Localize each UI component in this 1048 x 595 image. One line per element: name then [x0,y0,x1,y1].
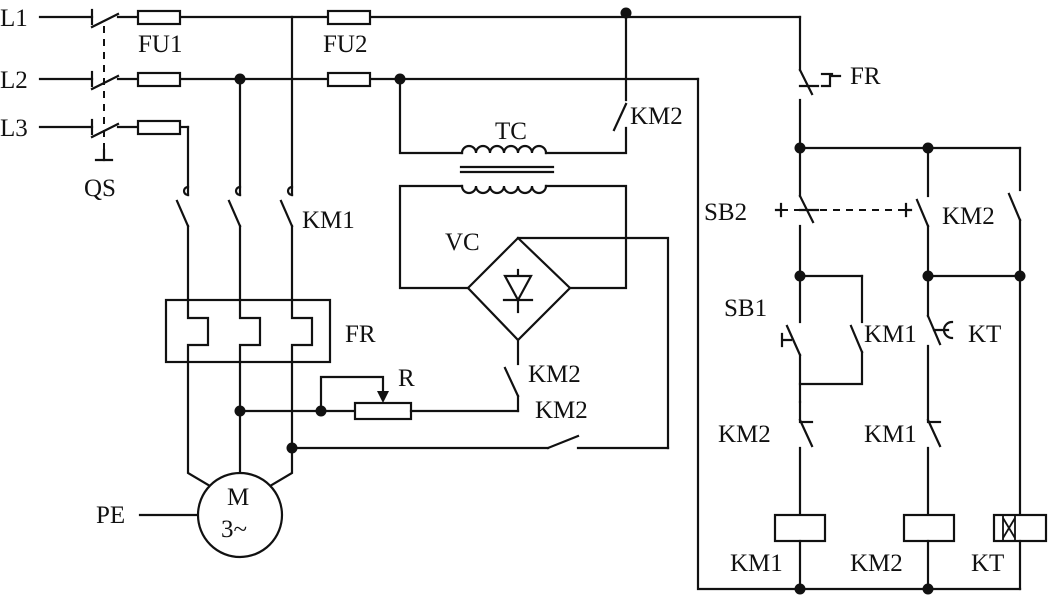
fuse-fu2 [326,9,372,88]
label-fu2: FU2 [323,31,367,58]
control-circuit [696,15,1048,591]
label-sb1: SB1 [724,295,767,322]
label-kt-contact: KT [968,321,1001,348]
transformer-tc [398,15,628,290]
label-vc: VC [445,229,480,256]
label-km1-interlock: KM1 [864,421,917,448]
coil-kt [992,513,1048,543]
label-km2-aux: KM2 [630,103,683,130]
junction-dots [234,7,1026,595]
resistor-r [353,401,413,421]
rectifier-vc [466,236,572,342]
motor-leads [138,360,294,559]
label-qs: QS [84,175,116,202]
label-r: R [398,365,415,392]
label-km2-dc: KM2 [528,361,581,388]
label-coil-km1: KM1 [730,550,783,577]
label-km1-aux: KM1 [864,321,917,348]
label-l3: L3 [0,115,28,142]
motor [196,471,284,559]
fuse-fu1 [136,9,182,136]
label-motor-phase: 3~ [221,516,247,543]
label-sb2: SB2 [704,199,747,226]
supply-lines [38,8,802,162]
coil-km1 [773,513,827,543]
label-fr-relay: FR [345,321,376,348]
label-km2-interlock: KM2 [718,421,771,448]
coil-km2 [902,513,956,543]
label-km2-brake: KM2 [535,397,588,424]
label-coil-kt: KT [971,550,1004,577]
label-coil-km2: KM2 [850,550,903,577]
thermal-relay-fr [164,298,332,364]
label-tc: TC [495,118,527,145]
label-motor-m: M [227,484,249,511]
label-km1-main: KM1 [302,207,355,234]
label-fr-contact: FR [850,63,881,90]
label-fu1: FU1 [138,31,182,58]
labels: L1 L2 L3 QS FU1 FU2 KM1 FR TC VC R KM2 K… [0,5,1004,577]
label-pe: PE [96,502,125,529]
label-l2: L2 [0,67,28,94]
main-circuit [175,15,294,302]
label-l1: L1 [0,5,28,32]
dc-braking-connections [238,236,670,450]
label-km2-hold: KM2 [942,203,995,230]
